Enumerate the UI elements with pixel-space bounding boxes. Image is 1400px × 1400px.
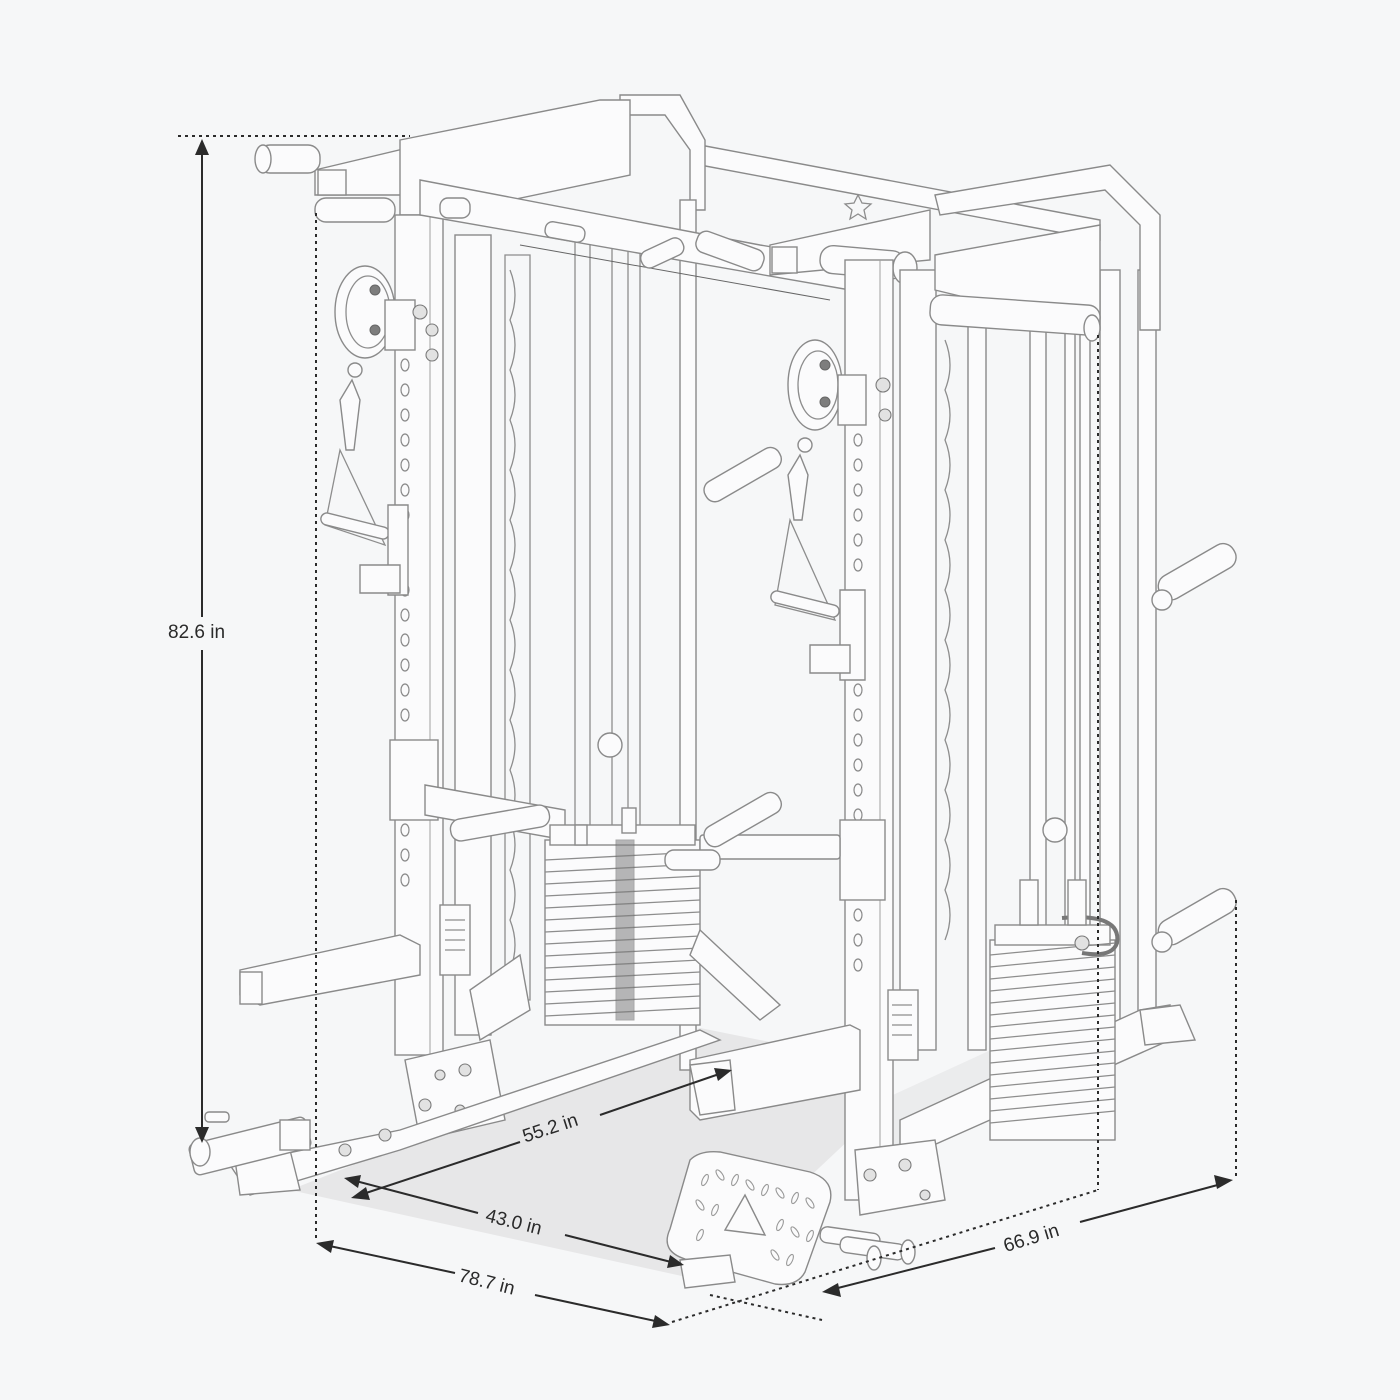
dimension-lines — [178, 135, 1237, 1328]
left-tower — [188, 99, 722, 1196]
right-d-handle — [770, 453, 840, 621]
left-d-handle — [320, 378, 390, 547]
right-tower — [689, 193, 1197, 1216]
right-cable-pulley — [787, 339, 892, 453]
landmine-attachment — [188, 1111, 392, 1176]
left-weight-stack — [544, 732, 701, 1026]
back-frame — [574, 94, 1161, 1071]
weight-plate-storage-pegs — [664, 446, 1237, 1021]
left-cable-pulley — [334, 265, 439, 378]
right-weight-stack — [989, 817, 1120, 1141]
diamond-plate-footplate — [666, 1150, 916, 1289]
height-dimension-label: 82.6 in — [168, 622, 226, 643]
right-upright-holes — [853, 433, 863, 972]
